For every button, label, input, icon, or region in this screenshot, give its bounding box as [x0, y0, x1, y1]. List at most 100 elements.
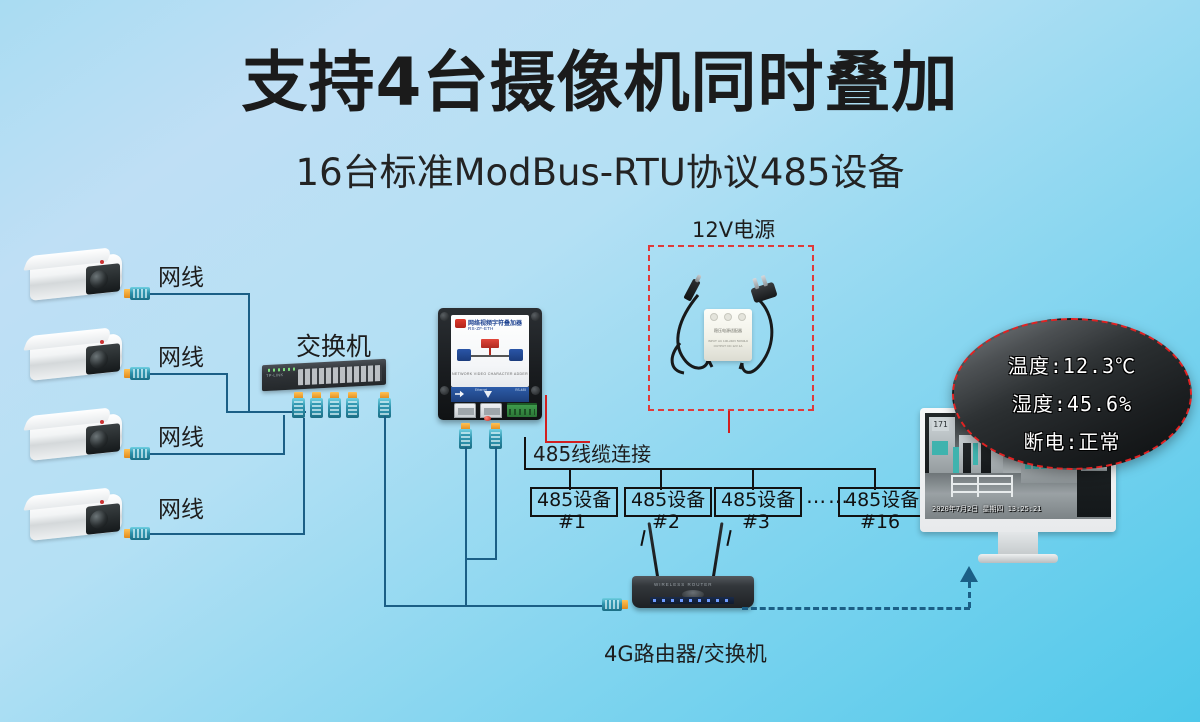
camera-3-line-v: [283, 415, 285, 455]
monitor-stand-base: [978, 554, 1058, 563]
router-body-text: WIRELESS ROUTER: [654, 582, 713, 587]
ethernet-port-icon: [484, 391, 492, 398]
camera-4-line-h: [150, 533, 305, 535]
rs485-bus-label: 485线缆连接: [533, 442, 652, 466]
wireless-router: WIRELESS ROUTER: [632, 576, 754, 608]
power-supply-label: 12V电源: [692, 218, 776, 242]
video-character-adder-module: 网络视频字符叠加器 RS-ZF-ETH NETWORK VIDEO CHARAC…: [438, 308, 542, 421]
camera-2-line-h: [150, 373, 228, 375]
module-model: RS-ZF-ETH: [468, 326, 494, 331]
cable-label-2: 网线: [158, 345, 204, 371]
router-wan-connector: [602, 598, 628, 611]
switch-cable-2: [310, 392, 323, 418]
page-title: 支持4台摄像机同时叠加: [241, 44, 959, 121]
module-caption-en: NETWORK VIDEO CHARACTER ADDER: [452, 372, 528, 376]
camera-2: [22, 327, 130, 384]
camera-4-line-v: [303, 418, 305, 535]
module-lan-ports: [454, 403, 506, 418]
magnified-osd-overlay: 温度:12.3℃ 湿度:45.6% 断电:正常: [952, 318, 1192, 470]
osd-temperature-text: 温度:12.3℃: [1007, 354, 1137, 378]
module-cable-2: [489, 423, 502, 449]
module-cable-join: [465, 558, 497, 560]
rj45-connector-camera-1: [124, 287, 150, 300]
wireless-link-line: [742, 607, 970, 610]
monitor-timestamp: 2020年7月2日 星期四 13:25:21: [932, 505, 1042, 513]
wireless-link-arrow: [960, 566, 978, 582]
camera-4: [22, 487, 130, 544]
schematic-connector-v: [489, 348, 491, 355]
rs485-device-num-3: #3: [741, 511, 770, 533]
rs485-device-num-16: #16: [859, 511, 901, 533]
module-screw-top-left: [440, 312, 449, 321]
brand-logo-icon: [455, 319, 466, 328]
switch-uplink-line-v: [384, 416, 386, 606]
switch-uplink-cable: [378, 392, 391, 418]
rs485-trunk-left: [524, 437, 526, 470]
power-supply-group: 稳压电源适配器 INPUT: AC 100-240V 50/60Hz OUTPU…: [648, 245, 814, 411]
rs485-power-label: RS-485: [515, 388, 526, 392]
cable-label-1: 网线: [158, 265, 204, 291]
rs485-device-num-2: #2: [651, 511, 680, 533]
camera-3-line-h: [150, 453, 285, 455]
video-port-icon: [455, 390, 464, 398]
camera-1-line-h: [150, 293, 250, 295]
monitor-stand-neck: [998, 532, 1038, 556]
module-cable-2-line: [495, 447, 497, 559]
lan-port-2: [480, 403, 502, 418]
power-led-indicator: [484, 416, 491, 421]
rs485-device-box-3: 485设备: [714, 487, 803, 517]
power-line-horizontal: [545, 441, 590, 443]
schematic-device-icon: [481, 339, 499, 348]
rs485-terminal-block: [507, 403, 537, 417]
switch-ports: [298, 364, 382, 386]
module-screw-bottom-left: [440, 386, 449, 395]
cable-label-4: 网线: [158, 497, 204, 523]
rs485-drop-16: [874, 468, 876, 490]
power-adapter-brick: 稳压电源适配器 INPUT: AC 100-240V 50/60Hz OUTPU…: [704, 309, 752, 361]
switch-cable-1: [292, 392, 305, 418]
switch-uplink-line-h: [384, 605, 602, 607]
module-schematic: [457, 339, 523, 367]
schematic-monitor-icon: [509, 349, 523, 361]
camera-1-line-v: [248, 293, 250, 413]
switch-label: 交换机: [296, 332, 372, 361]
switch-cable-3: [328, 392, 341, 418]
rj45-connector-camera-2: [124, 367, 150, 380]
module-screw-top-right: [531, 312, 540, 321]
rs485-device-box-1: 485设备: [530, 487, 619, 517]
network-switch: TP-LINK: [262, 358, 386, 392]
adapter-spec-text: INPUT: AC 100-240V 50/60Hz OUTPUT: DC 12…: [707, 339, 749, 348]
osd-power-status-text: 断电:正常: [1023, 430, 1121, 454]
module-faceplate: 网络视频字符叠加器 RS-ZF-ETH NETWORK VIDEO CHARAC…: [451, 315, 529, 387]
power-line-vertical: [545, 395, 547, 443]
schematic-connector-h: [471, 355, 509, 357]
monitor-channel-number: 171: [932, 419, 949, 431]
psu-to-module-line: [728, 411, 730, 433]
rj45-connector-camera-4: [124, 527, 150, 540]
camera-bus-line: [226, 411, 306, 413]
rs485-ellipsis: ⋯⋯: [806, 491, 850, 513]
module-cable-1: [459, 423, 472, 449]
rs485-drop-2: [660, 468, 662, 490]
ethernet-port-label: Ethernet: [475, 388, 488, 392]
camera-1: [22, 247, 130, 304]
router-wps-button[interactable]: [682, 590, 704, 599]
switch-cable-4: [346, 392, 359, 418]
router-port-leds: [650, 597, 734, 604]
page-subtitle: 16台标准ModBus-RTU协议485设备: [295, 151, 905, 194]
camera-3: [22, 407, 130, 464]
rs485-drop-1: [569, 468, 571, 490]
rs485-device-num-1: #1: [557, 511, 586, 533]
cable-label-3: 网线: [158, 425, 204, 451]
switch-brand-text: TP-LINK: [266, 372, 284, 379]
lan-port-1: [454, 403, 476, 418]
adapter-brand-text: 稳压电源适配器: [714, 328, 742, 333]
rj45-connector-camera-3: [124, 447, 150, 460]
rs485-drop-3: [752, 468, 754, 490]
module-port-strip: Ethernet RS-485: [451, 387, 529, 402]
module-cable-1-line: [465, 447, 467, 605]
camera-2-line-v: [226, 373, 228, 413]
rs485-device-box-2: 485设备: [624, 487, 713, 517]
wireless-link-riser: [968, 582, 971, 608]
